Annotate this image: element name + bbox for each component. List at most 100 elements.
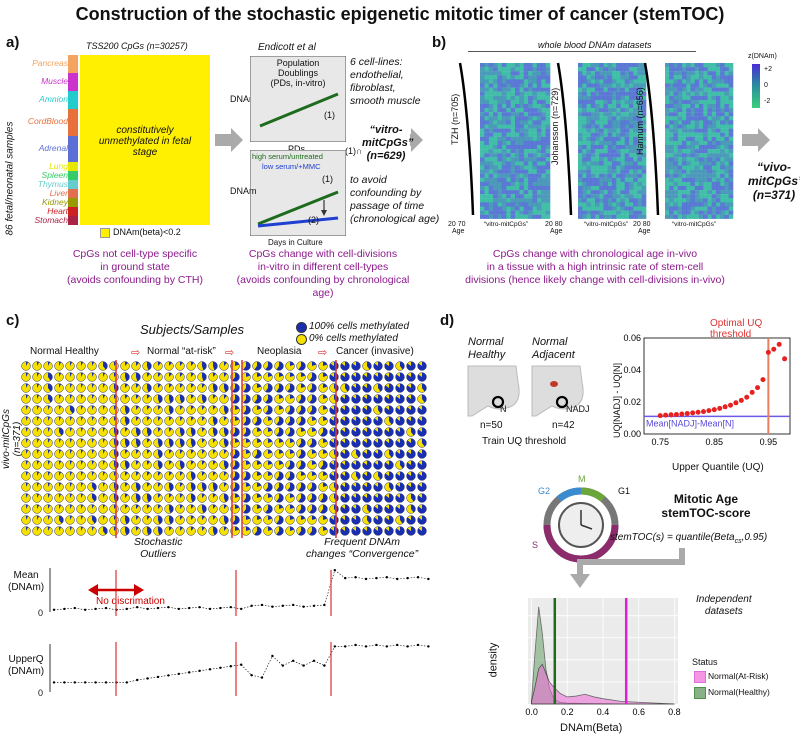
- methylation-dot: [263, 361, 273, 371]
- methylation-dot: [417, 372, 427, 382]
- methylation-dot: [329, 416, 339, 426]
- methylation-dot: [197, 416, 207, 426]
- uq-point: [749, 389, 755, 395]
- methylation-dot: [395, 427, 405, 437]
- dataset-name-1: TZH (n=705): [450, 93, 460, 145]
- methylation-dot: [76, 482, 86, 492]
- methylation-dot: [98, 526, 108, 536]
- methylation-dot: [142, 493, 152, 503]
- methylation-dot: [318, 438, 328, 448]
- methylation-dot: [263, 405, 273, 415]
- methylation-dot: [296, 482, 306, 492]
- methylation-dot: [340, 372, 350, 382]
- methylation-dot: [175, 405, 185, 415]
- methylation-dot: [406, 394, 416, 404]
- methylation-dot: [252, 471, 262, 481]
- methylation-dot: [76, 504, 86, 514]
- methylation-dot: [186, 460, 196, 470]
- mean-zero: 0: [38, 608, 44, 618]
- methylation-dot: [274, 416, 284, 426]
- uq-point: [695, 409, 701, 415]
- methylation-dot: [351, 427, 361, 437]
- chart1-ylabel: DNAm: [230, 94, 257, 104]
- methylation-dot: [263, 383, 273, 393]
- methylation-dot: [186, 427, 196, 437]
- methylation-dot: [307, 416, 317, 426]
- panel-a-label: a): [6, 34, 20, 51]
- methylation-dot: [208, 416, 218, 426]
- cycle-g2: G2: [538, 486, 551, 496]
- methylation-dot: [241, 438, 251, 448]
- stage-arrow-3: ⇨: [318, 347, 328, 359]
- methylation-dot: [87, 383, 97, 393]
- methylation-dot: [21, 438, 31, 448]
- methylation-dot: [241, 383, 251, 393]
- methylation-dot: [120, 405, 130, 415]
- methylation-dot: [307, 515, 317, 525]
- methylation-dot: [54, 416, 64, 426]
- methylation-dot: [109, 482, 119, 492]
- heatmap-text: constitutively unmethylated in fetal sta…: [98, 125, 192, 158]
- methylation-dot: [219, 471, 229, 481]
- methylation-dot: [285, 460, 295, 470]
- uq-point: [776, 341, 782, 347]
- methylation-dot: [406, 438, 416, 448]
- uq-point: [679, 411, 685, 417]
- tissue-band: [68, 216, 78, 225]
- methylation-dot: [164, 405, 174, 415]
- methylation-dot: [186, 471, 196, 481]
- methylation-dot: [131, 515, 141, 525]
- methylation-dot: [164, 515, 174, 525]
- y-tick: 0.04: [623, 365, 641, 375]
- methylation-dot: [351, 460, 361, 470]
- methylation-dot: [417, 471, 427, 481]
- methylation-dot: [241, 372, 251, 382]
- uq-point: [717, 405, 723, 411]
- methylation-dot: [318, 471, 328, 481]
- methylation-dot: [153, 449, 163, 459]
- methylation-dot: [263, 460, 273, 470]
- methylation-dot: [296, 427, 306, 437]
- methylation-dot: [208, 372, 218, 382]
- uq-point: [711, 407, 717, 413]
- status-title: Status: [692, 657, 718, 667]
- methylation-dot: [32, 372, 42, 382]
- cycle-g1: G1: [618, 486, 631, 496]
- methylation-dot: [219, 438, 229, 448]
- methylation-dot: [318, 449, 328, 459]
- vitro-mitcpgs: “vitro-mitCpGs”(n=629): [362, 124, 414, 163]
- density-x-tick: 0.2: [561, 707, 574, 717]
- methylation-dot: [384, 482, 394, 492]
- methylation-dot: [362, 394, 372, 404]
- methylation-dot: [109, 361, 119, 371]
- methylation-dot: [142, 427, 152, 437]
- methylation-dot: [87, 427, 97, 437]
- methylation-dot: [296, 394, 306, 404]
- methylation-dot: [417, 515, 427, 525]
- methylation-dot: [285, 438, 295, 448]
- methylation-dot: [241, 416, 251, 426]
- methylation-dot: [351, 471, 361, 481]
- methylation-dot: [351, 394, 361, 404]
- methylation-dot: [274, 482, 284, 492]
- z-legend-title: z(DNAm): [748, 53, 777, 60]
- methylation-dot: [362, 471, 372, 481]
- uq-point: [663, 412, 669, 418]
- methylation-dot: [120, 515, 130, 525]
- methylation-dot: [417, 460, 427, 470]
- methylation-dot: [76, 493, 86, 503]
- no-discrim-arrow: [88, 584, 144, 596]
- methylation-dot: [131, 526, 141, 536]
- mean-upper-plots: [49, 568, 430, 696]
- methylation-dot: [43, 383, 53, 393]
- methylation-dot: [32, 361, 42, 371]
- methylation-dot: [21, 449, 31, 459]
- days-chart: [250, 150, 346, 236]
- methylation-dot: [296, 493, 306, 503]
- methylation-dot: [131, 449, 141, 459]
- methylation-dot: [98, 460, 108, 470]
- methylation-dot: [186, 372, 196, 382]
- density-area: [531, 663, 675, 705]
- methylation-dot: [76, 438, 86, 448]
